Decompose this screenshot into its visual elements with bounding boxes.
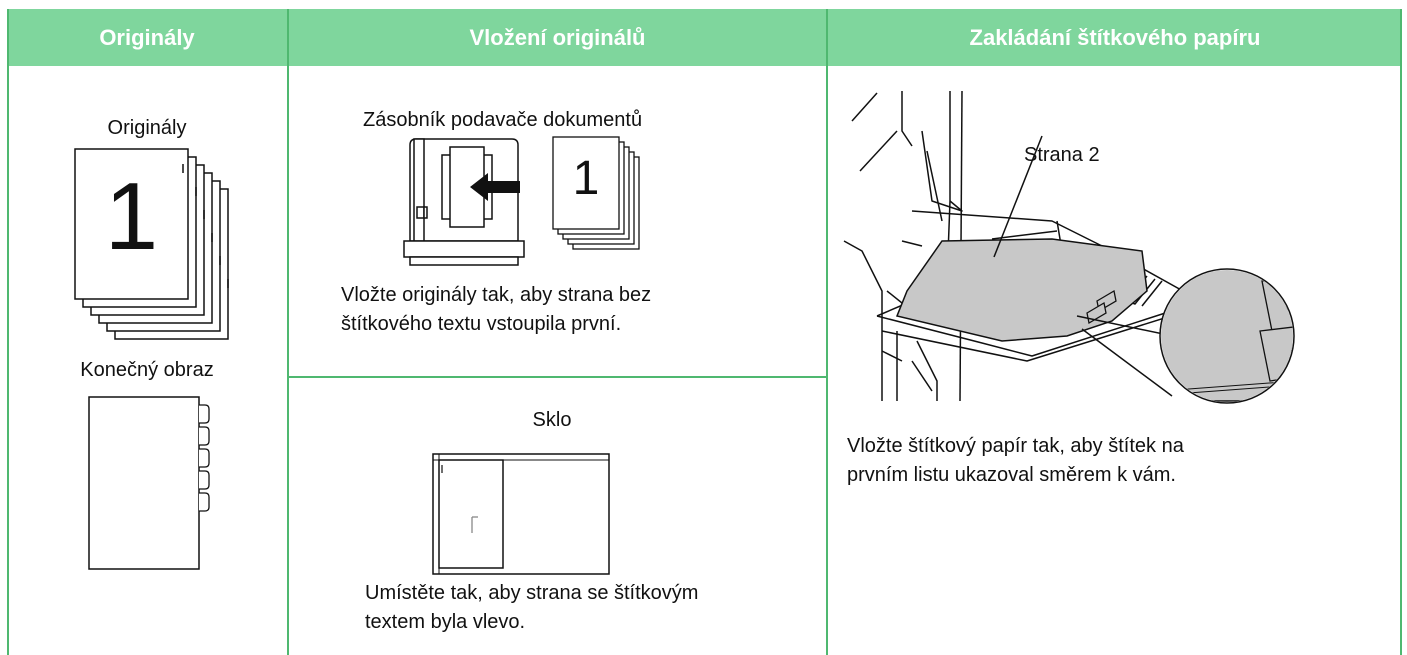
rule-left [7, 9, 9, 655]
final-image-illustration [88, 396, 210, 570]
header-placing-text: Vložení originálů [469, 24, 646, 50]
bypass-tray-illustration [843, 90, 1295, 404]
tab-paper-instruction-line2: prvním listu ukazoval směrem k vám. [847, 464, 1176, 486]
glass-instruction-line1: Umístěte tak, aby strana se štítkovým [365, 582, 699, 604]
feeder-label: Zásobník podavače dokumentů [363, 109, 643, 131]
feeder-originals-stack [552, 136, 640, 250]
final-image-label: Konečný obraz [80, 359, 214, 381]
glass-illustration [432, 453, 610, 575]
originals-page-number: 1 [104, 163, 159, 270]
feeder-instruction: Vložte originály tak, aby strana bez ští… [341, 281, 811, 339]
rule-col2 [826, 9, 828, 655]
feeder-instruction-line2: štítkového textu vstoupila první. [341, 313, 622, 335]
header-tab-paper-text: Zakládání štítkového papíru [969, 24, 1261, 50]
glass-instruction: Umístěte tak, aby strana se štítkovým te… [365, 579, 815, 637]
side-label: Strana 2 [1024, 144, 1100, 166]
instruction-table: Originály Vložení originálů Zakládání št… [7, 9, 1402, 655]
header-originals: Originály [7, 9, 287, 66]
rule-col1 [287, 9, 289, 655]
document-feeder-illustration [403, 138, 525, 266]
rule-row-split [289, 376, 826, 378]
feeder-page-number: 1 [572, 152, 600, 205]
tab-paper-instruction: Vložte štítkový papír tak, aby štítek na… [847, 432, 1387, 490]
header-originals-text: Originály [99, 24, 195, 50]
header-tab-paper: Zakládání štítkového papíru [828, 9, 1402, 66]
feeder-instruction-line1: Vložte originály tak, aby strana bez [341, 284, 652, 306]
originals-stack-illustration [74, 148, 229, 340]
originals-label: Originály [107, 117, 187, 139]
header-placing: Vložení originálů [289, 9, 826, 66]
tab-paper-instruction-line1: Vložte štítkový papír tak, aby štítek na [847, 435, 1184, 457]
rule-right [1400, 9, 1402, 655]
glass-instruction-line2: textem byla vlevo. [365, 611, 526, 633]
glass-label: Sklo [532, 409, 572, 431]
